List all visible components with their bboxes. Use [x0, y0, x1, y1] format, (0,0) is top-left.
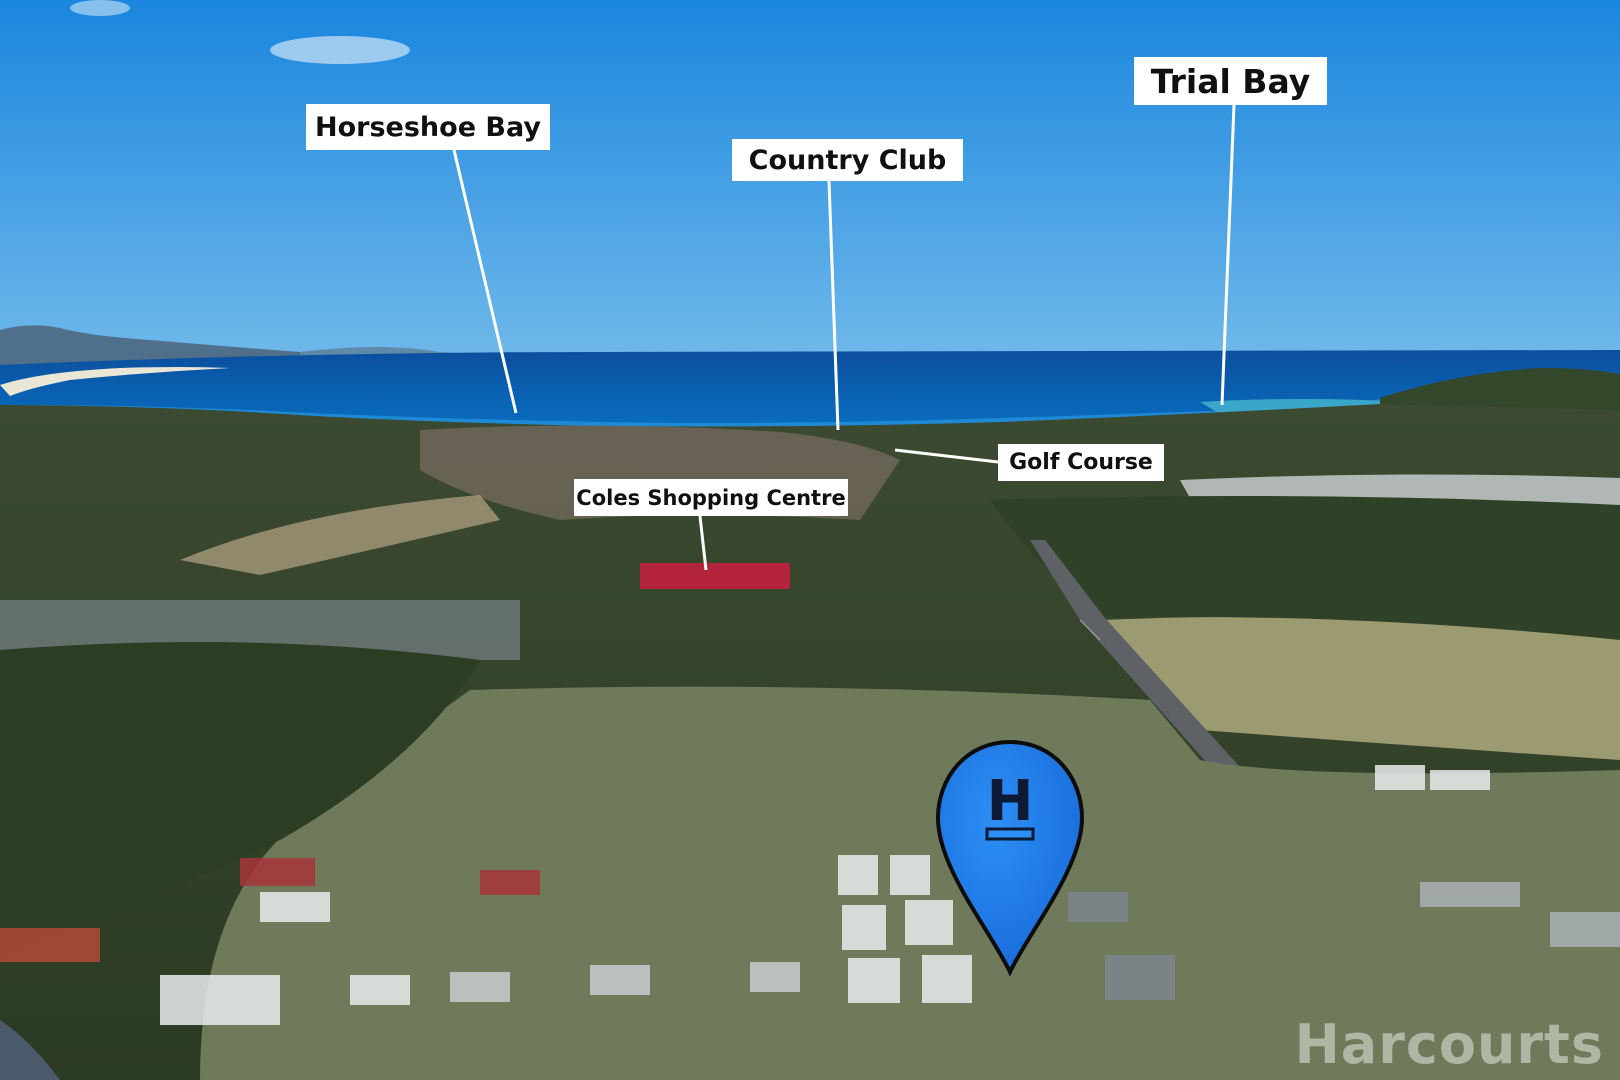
river	[0, 1020, 60, 1080]
forest-right	[990, 496, 1620, 640]
label-coles-shopping-centre: Coles Shopping Centre	[574, 479, 848, 516]
left-forest	[0, 642, 480, 960]
harcourts-watermark: Harcourts	[1294, 1013, 1604, 1076]
road-verge	[1079, 619, 1101, 641]
leader-line-coles	[698, 515, 708, 571]
leader-line-country-club	[827, 180, 840, 431]
cleared-land	[180, 495, 500, 575]
leader-line-horseshoe-bay	[452, 149, 518, 414]
house-roofs	[0, 765, 1620, 1025]
label-horseshoe-bay: Horseshoe Bay	[306, 104, 550, 150]
shallow-water	[1200, 399, 1410, 414]
pin-shape	[935, 739, 1085, 977]
beach	[0, 367, 230, 396]
shopping-centre-roof	[640, 563, 790, 589]
label-country-club: Country Club	[732, 139, 963, 181]
leader-line-trial-bay	[1220, 104, 1236, 406]
pin-underline	[985, 827, 1035, 841]
paddock	[1100, 616, 1620, 760]
leader-line-golf-course	[894, 448, 999, 464]
label-golf-course: Golf Course	[998, 444, 1164, 481]
pin-letter: H	[987, 769, 1034, 834]
label-trial-bay: Trial Bay	[1134, 57, 1327, 105]
cloud	[70, 0, 130, 16]
cloud	[270, 36, 410, 64]
harcourts-location-pin-icon: H	[935, 739, 1085, 977]
leader-lines	[452, 104, 1236, 571]
